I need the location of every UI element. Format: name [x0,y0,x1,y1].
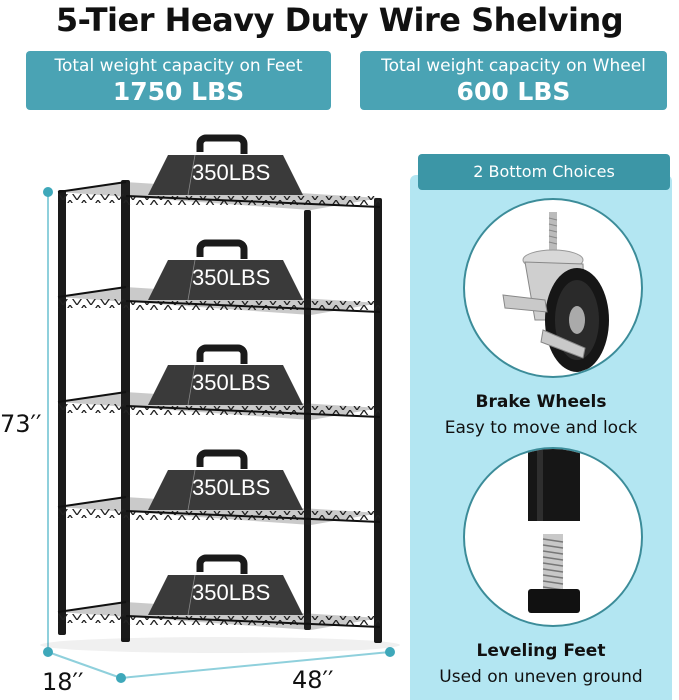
width-dimension: 48′′ [292,666,334,694]
page-title: 5-Tier Heavy Duty Wire Shelving [55,1,624,39]
weights [148,134,303,616]
tier-3-weight-label: 350LBS [192,370,271,395]
height-dimension: 73′′ [0,410,42,438]
caster-wheel-icon [463,198,643,378]
leveling-foot-icon [463,447,643,627]
wire-shelf-illustration [40,134,400,683]
brake-wheels-subtitle: Easy to move and lock [444,418,638,438]
wheel-capacity-label: Total weight capacity on Wheel [381,56,646,76]
depth-dimension: 18′′ [42,668,84,696]
tier-1-weight-label: 350LBS [192,160,271,185]
leveling-feet-title: Leveling Feet [476,641,606,661]
wheel-capacity-value: 600 LBS [456,77,571,106]
tier-2-weight-label: 350LBS [192,265,271,290]
wheel-capacity-badge: Total weight capacity on Wheel 600 LBS [360,51,667,110]
dimension-lines [47,192,391,679]
tier-4-weight-label: 350LBS [192,475,271,500]
feet-capacity-label: Total weight capacity on Feet [54,56,303,76]
bottom-choices-header: 2 Bottom Choices [418,154,670,190]
feet-capacity-value: 1750 LBS [112,77,245,106]
feet-capacity-badge: Total weight capacity on Feet 1750 LBS [26,51,331,110]
tier-5-weight-label: 350LBS [192,580,271,605]
brake-wheels-title: Brake Wheels [475,392,607,412]
leveling-feet-subtitle: Used on uneven ground [439,667,643,687]
shelves [57,181,381,630]
